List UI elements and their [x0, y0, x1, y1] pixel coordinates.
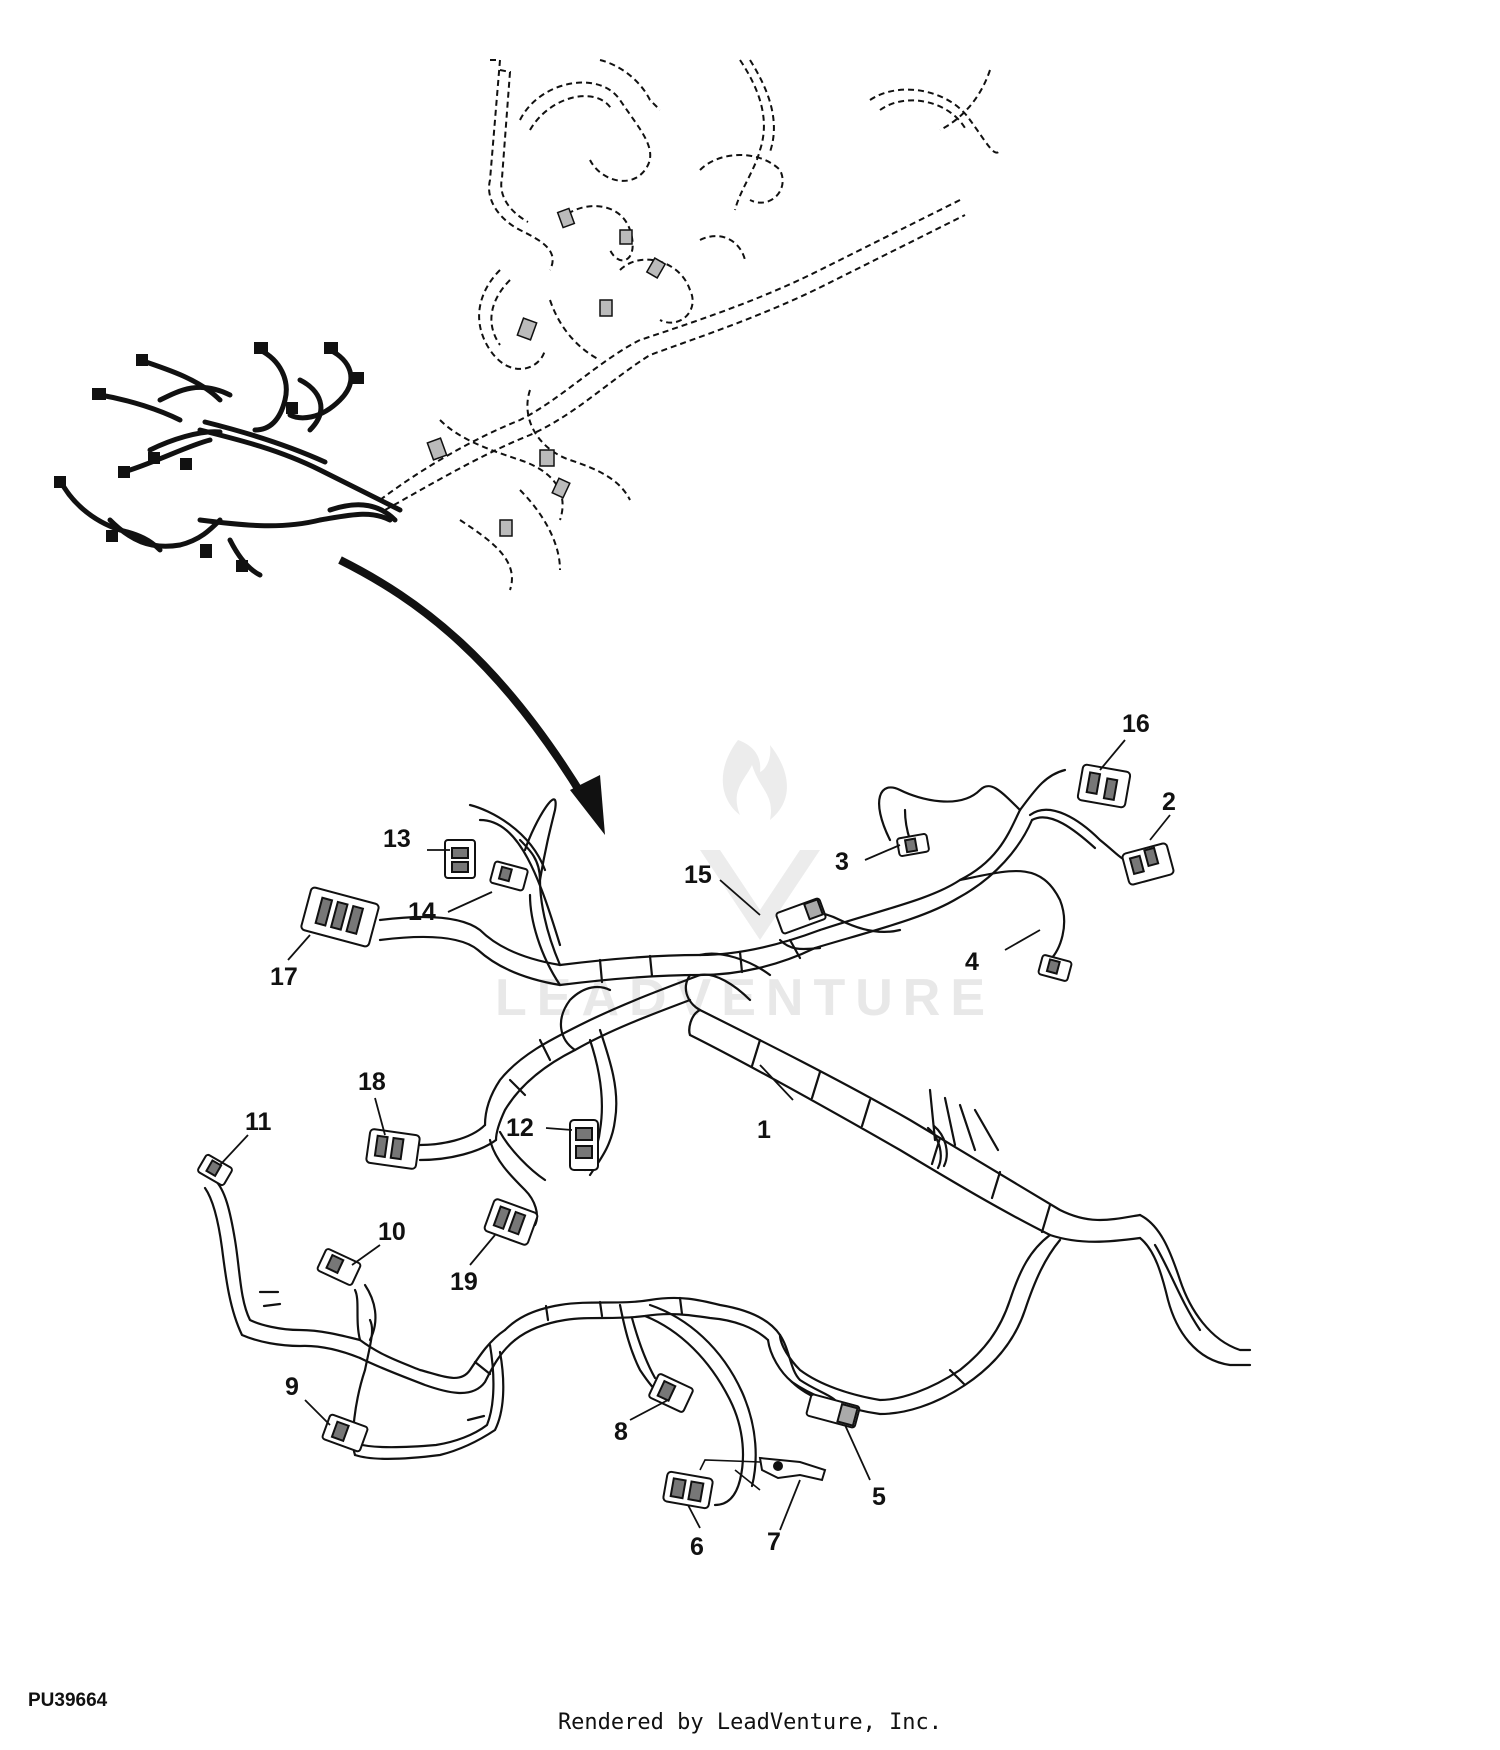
callout-8: 8 [614, 1418, 628, 1446]
watermark-v-icon [700, 850, 820, 940]
callout-15: 15 [684, 861, 712, 889]
vehicle-harness-outline [379, 59, 1001, 591]
callout-14: 14 [408, 898, 436, 926]
vehicle-harness-connectors [426, 207, 667, 537]
connector-14 [489, 860, 529, 892]
watermark-text: LEADVENTURE [495, 969, 995, 1027]
callout-19: 19 [450, 1268, 478, 1296]
callout-6: 6 [690, 1533, 704, 1561]
callout-16: 16 [1122, 710, 1150, 738]
leader-lines [219, 739, 1171, 1531]
connector-15 [775, 897, 827, 935]
connector-18 [365, 1128, 421, 1170]
callout-labels: 1 2 3 4 5 6 7 8 9 10 11 12 13 14 15 16 1… [245, 710, 1176, 1561]
connector-13 [444, 839, 476, 879]
pointer-arrow [338, 556, 605, 835]
callout-12: 12 [506, 1114, 534, 1142]
connector-12 [569, 1119, 599, 1171]
connector-10 [316, 1248, 362, 1286]
render-credit: Rendered by LeadVenture, Inc. [557, 1710, 943, 1735]
watermark-logo: LEADVENTURE [495, 740, 995, 1027]
callout-4: 4 [965, 948, 979, 976]
callout-13: 13 [383, 825, 411, 853]
connector-11 [197, 1153, 233, 1187]
callout-11: 11 [245, 1108, 272, 1136]
watermark-flame-icon [722, 740, 787, 820]
callout-9: 9 [285, 1373, 299, 1401]
highlighted-harness-overview [57, 347, 403, 578]
callout-2: 2 [1162, 788, 1176, 816]
callout-18: 18 [358, 1068, 386, 1096]
connector-4 [1037, 954, 1073, 982]
main-trunk-upper [698, 1008, 1142, 1222]
bracket-7 [758, 1456, 827, 1482]
connector-8 [648, 1373, 694, 1413]
connector-9 [321, 1413, 369, 1453]
highlighted-harness-connectors [54, 342, 364, 572]
connector-16 [1076, 763, 1132, 809]
callout-7: 7 [767, 1528, 781, 1556]
connector-5 [805, 1393, 861, 1429]
connector-6 [662, 1470, 714, 1510]
connector-17 [300, 886, 380, 948]
figure-id: PU39664 [28, 1690, 108, 1711]
bracket-link-line [699, 1459, 761, 1491]
connector-3 [896, 833, 930, 857]
callout-17: 17 [270, 963, 298, 991]
connectors [197, 763, 1175, 1510]
callout-3: 3 [835, 848, 849, 876]
callout-10: 10 [378, 1218, 406, 1246]
callout-5: 5 [872, 1483, 886, 1511]
connector-2 [1121, 842, 1175, 886]
callout-1: 1 [757, 1116, 771, 1144]
connector-19 [483, 1198, 539, 1246]
